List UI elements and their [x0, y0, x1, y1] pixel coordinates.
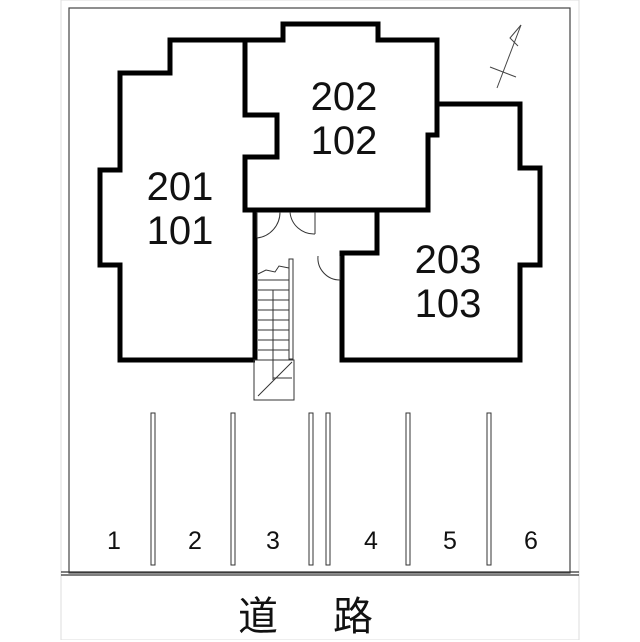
parking-number: 5	[443, 527, 457, 555]
unit-number-lower: 102	[310, 119, 378, 163]
parking-divider	[486, 412, 492, 566]
page-border	[60, 0, 580, 640]
unit-number-lower: 103	[414, 282, 482, 326]
unit-201-wall	[97, 37, 255, 363]
parking-number: 2	[188, 527, 202, 555]
door-icon	[317, 255, 341, 281]
unit-number-upper: 203	[414, 238, 482, 282]
door-icon	[256, 211, 281, 239]
unit-label-203-103: 203 103	[398, 238, 498, 326]
parking-number: 4	[364, 527, 378, 555]
parking-number: 1	[107, 527, 121, 555]
parking-divider	[405, 412, 411, 566]
unit-203-wall	[339, 101, 543, 363]
parking-divider	[325, 412, 331, 566]
site-boundary	[68, 7, 571, 574]
parking-divider	[308, 412, 314, 566]
unit-number-upper: 202	[310, 75, 378, 119]
road-label-char: 路	[333, 595, 373, 639]
unit-number-lower: 101	[146, 209, 214, 253]
unit-number-upper: 201	[146, 165, 214, 209]
unit-label-202-102: 202 102	[294, 75, 394, 163]
door-icon	[289, 211, 316, 235]
parking-divider	[150, 412, 156, 566]
parking-divider	[230, 412, 236, 566]
staircase-icon	[253, 258, 295, 401]
parking-number: 3	[266, 527, 280, 555]
parking-number: 6	[524, 527, 538, 555]
north-arrow-icon	[489, 24, 522, 89]
unit-label-201-101: 201 101	[130, 165, 230, 253]
road-label-char: 道	[238, 595, 278, 639]
unit-202-wall	[242, 21, 440, 213]
